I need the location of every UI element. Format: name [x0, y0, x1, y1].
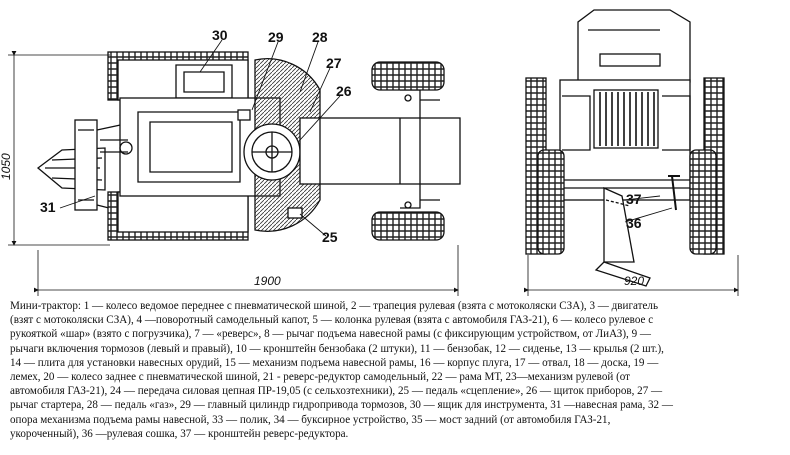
- front-view: [525, 9, 725, 287]
- caption-line: укороченный), 36 —рулевая сошка, 37 — кр…: [10, 427, 349, 440]
- front-wheel-top: [371, 61, 445, 241]
- caption-line: (взят с мотоколяски СЗА), 4 —поворотный …: [10, 314, 654, 327]
- caption-line: лемех, 20 — колесо заднее с пневматическ…: [10, 371, 631, 384]
- caption-line: рукояткой «шар» (взято с погрузчика), 7 …: [10, 328, 652, 341]
- callout-label: 29: [268, 29, 284, 45]
- callout-label: 36: [626, 215, 642, 231]
- callout-label: 28: [312, 29, 328, 45]
- leader-lines: [59, 39, 673, 237]
- dimension-width: 920: [624, 274, 644, 288]
- callout-labels: 30 29 28 27 26 31 25 37 36: [40, 27, 642, 245]
- callout-label: 25: [322, 229, 338, 245]
- caption-line: рычаги включения тормозов (левый и правы…: [10, 342, 664, 355]
- caption-line: автомобиля ГАЗ-21), 24 — передача силова…: [10, 385, 663, 398]
- top-view: [36, 51, 461, 241]
- callout-label: 31: [40, 199, 56, 215]
- dimension-length: 1900: [254, 274, 281, 288]
- dimension-lines: [8, 51, 739, 296]
- caption-line: рычаг стартера, 28 — педаль «газ», 29 — …: [10, 399, 673, 412]
- caption-line: 14 — плита для установки навесных орудий…: [10, 356, 659, 369]
- callout-label: 26: [336, 83, 352, 99]
- caption-line: опора механизма подъема рамы навесной, 3…: [10, 413, 611, 426]
- callout-label: 27: [326, 55, 342, 71]
- callout-label: 37: [626, 191, 642, 207]
- dimension-height: 1050: [0, 153, 13, 180]
- caption-line: Мини-трактор: 1 — колесо ведомое передне…: [10, 300, 659, 312]
- caption: Мини-трактор: 1 — колесо ведомое передне…: [10, 299, 782, 441]
- tractor-drawing: 30 29 28 27 26 31 25 37 36 1050 1900 920: [0, 9, 739, 296]
- front-wheel-front: [537, 149, 717, 255]
- callout-label: 30: [212, 27, 228, 43]
